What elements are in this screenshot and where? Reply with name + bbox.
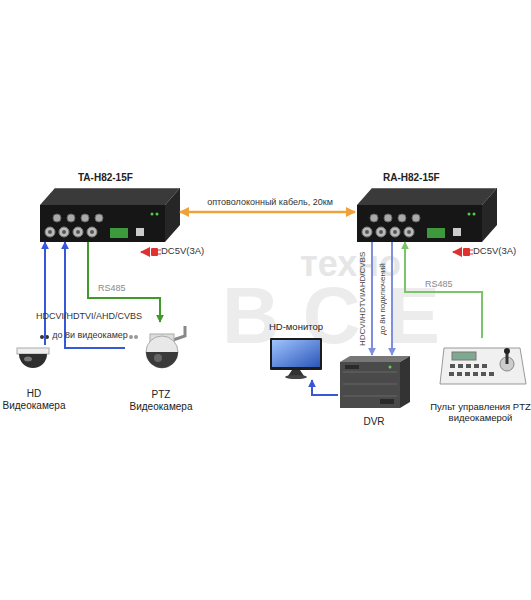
monitor-node: HD-монитор (262, 322, 330, 380)
keyboard-node: Пульт управления PTZ видеокамерой (430, 338, 531, 424)
dvr-node: DVR (338, 355, 410, 427)
dome-camera-part (19, 354, 47, 368)
node-label: HD-монитор (269, 322, 323, 333)
control-keyboard-part (481, 372, 486, 376)
dots-part (40, 335, 44, 339)
dvr-recorder-part (340, 362, 400, 408)
node-label: PTZ Видеокамера (125, 389, 197, 412)
control-keyboard-part (473, 372, 478, 376)
dvr-recorder-part (340, 356, 410, 362)
dvr-recorder-part (380, 399, 394, 404)
connector (312, 380, 338, 395)
power-label: DC5V(3A) (473, 246, 516, 256)
control-keyboard-part (474, 364, 479, 368)
power-arrow-part (470, 250, 473, 251)
control-keyboard-part (440, 348, 526, 384)
dome-camera (17, 348, 49, 368)
receiver-device-part (357, 188, 497, 242)
ptz-camera-node: PTZ Видеокамера (125, 322, 197, 412)
power-label: DC5V(3A) (161, 246, 204, 256)
control-keyboard-part (489, 372, 494, 376)
edge-label: до 8и подключений (379, 246, 390, 352)
camera-node: HD Видеокамера (2, 345, 66, 411)
transmitter-device (40, 188, 180, 242)
edge-label: RS485 (98, 284, 126, 294)
power-arrow-part (453, 251, 462, 253)
control-keyboard-part (449, 372, 454, 376)
device-heading: TA-H82-15F (78, 172, 133, 184)
connector (44, 242, 46, 345)
dots-part (134, 335, 138, 339)
control-keyboard-part (504, 348, 510, 354)
edge-label: оптоволоконный кабель, 20км (185, 198, 355, 208)
dome-camera-part (17, 348, 49, 354)
ptz-camera-part (146, 336, 178, 368)
node-label: HD Видеокамера (2, 388, 66, 411)
dome-camera-part (24, 357, 32, 362)
control-keyboard-part (466, 364, 471, 368)
control-keyboard-part (482, 364, 487, 368)
dots-part (129, 335, 133, 339)
power-arrow-part (141, 251, 150, 253)
monitor-part (270, 338, 322, 370)
control-keyboard (440, 348, 526, 384)
ptz-camera-part (146, 352, 178, 368)
dots-part (45, 335, 49, 339)
dvr-recorder-part (345, 365, 359, 369)
edge-label: HDCVI/HDTVI/AHD/CVBS (359, 246, 370, 352)
monitor-part (285, 375, 307, 379)
receiver-box: RA-H82-15F (355, 172, 497, 242)
edge-label: RS485 (425, 280, 453, 290)
monitor-part (272, 340, 320, 367)
edge-label: HDCVI/HDTVI/AHD/CVBS (36, 312, 142, 322)
transmitter-box: TA-H82-15F (38, 172, 180, 242)
control-keyboard-part (450, 364, 455, 368)
dvr-recorder-part (389, 366, 392, 369)
note-label: до 8и видеокамер (52, 331, 128, 341)
power-arrow (141, 248, 161, 256)
power-arrow (453, 248, 473, 256)
device-heading: RA-H82-15F (383, 172, 440, 184)
dvr-recorder-part (343, 384, 397, 385)
power-arrow-part (158, 254, 161, 255)
control-keyboard-part (458, 364, 463, 368)
transmitter-device-part (40, 188, 180, 242)
connector (180, 211, 355, 214)
dvr-recorder-part (343, 372, 397, 373)
power-arrow-part (151, 248, 158, 256)
ptz-camera (146, 326, 185, 368)
dvr-recorder (340, 356, 410, 408)
connector (88, 242, 160, 322)
ptz-camera-part (173, 326, 185, 340)
power-arrow-part (158, 250, 161, 251)
ptz-camera-part (154, 354, 162, 362)
node-label: DVR (363, 416, 384, 428)
monitor (270, 338, 322, 379)
dvr-recorder-part (343, 396, 397, 397)
control-keyboard-part (465, 372, 470, 376)
receiver-device (357, 188, 497, 242)
control-keyboard-part (457, 372, 462, 376)
dvr-recorder-part (400, 356, 410, 408)
power-arrow-part (463, 248, 470, 256)
node-label: Пульт управления PTZ видеокамерой (430, 402, 531, 424)
power-arrow-part (470, 254, 473, 255)
control-keyboard-part (452, 352, 476, 360)
